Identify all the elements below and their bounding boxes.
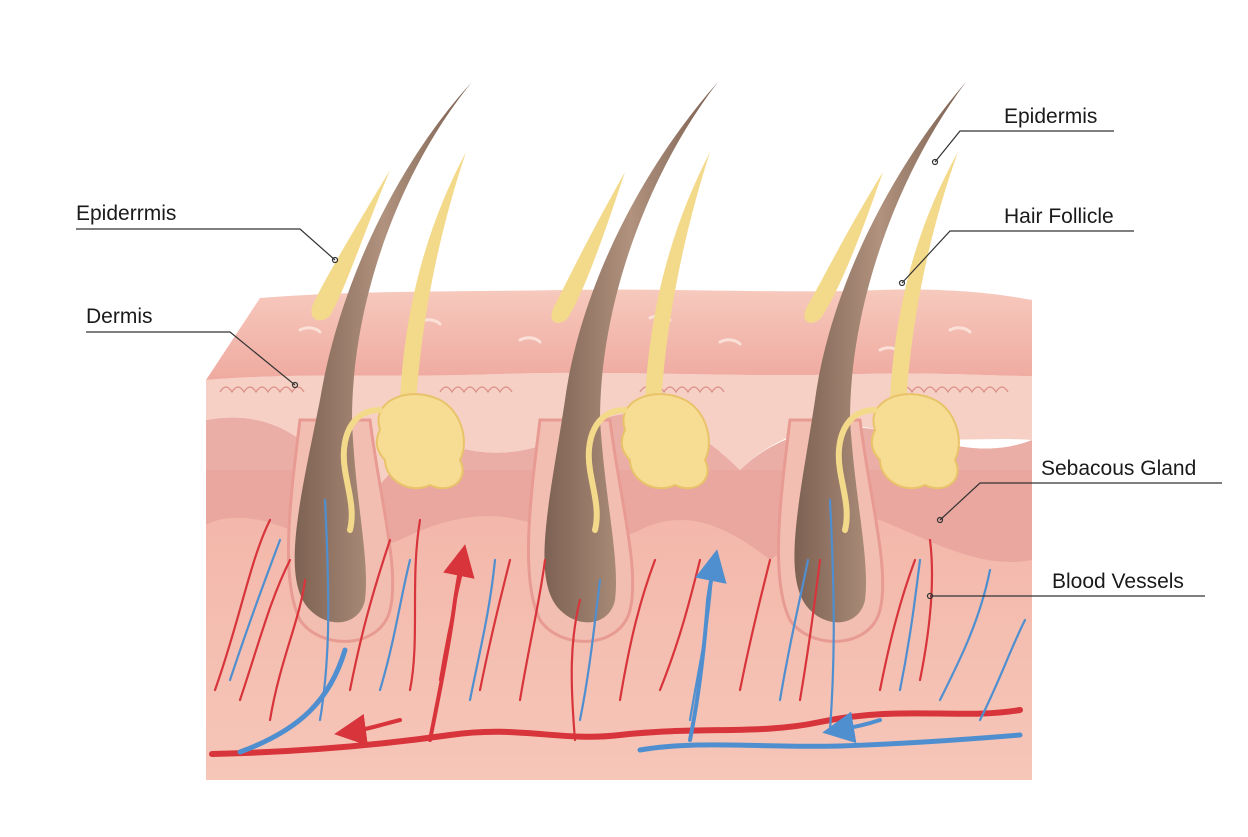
label-sebaceous-gland: Sebacous Gland: [1041, 458, 1196, 479]
leader-right-1: [935, 131, 1114, 162]
label-dermis: Dermis: [86, 306, 153, 327]
label-hair-follicle: Hair Follicle: [1004, 206, 1114, 227]
label-blood-vessels: Blood Vessels: [1052, 571, 1184, 592]
sebaceous-gland-1: [377, 394, 464, 488]
sebaceous-gland-2: [622, 394, 709, 488]
leader-left-top: [76, 229, 335, 260]
label-epidermis-left: Epiderrmis: [76, 203, 176, 224]
label-epidermis-right: Epidermis: [1004, 106, 1097, 127]
sebaceous-gland-3: [872, 394, 959, 488]
leader-right-2: [902, 231, 1134, 283]
